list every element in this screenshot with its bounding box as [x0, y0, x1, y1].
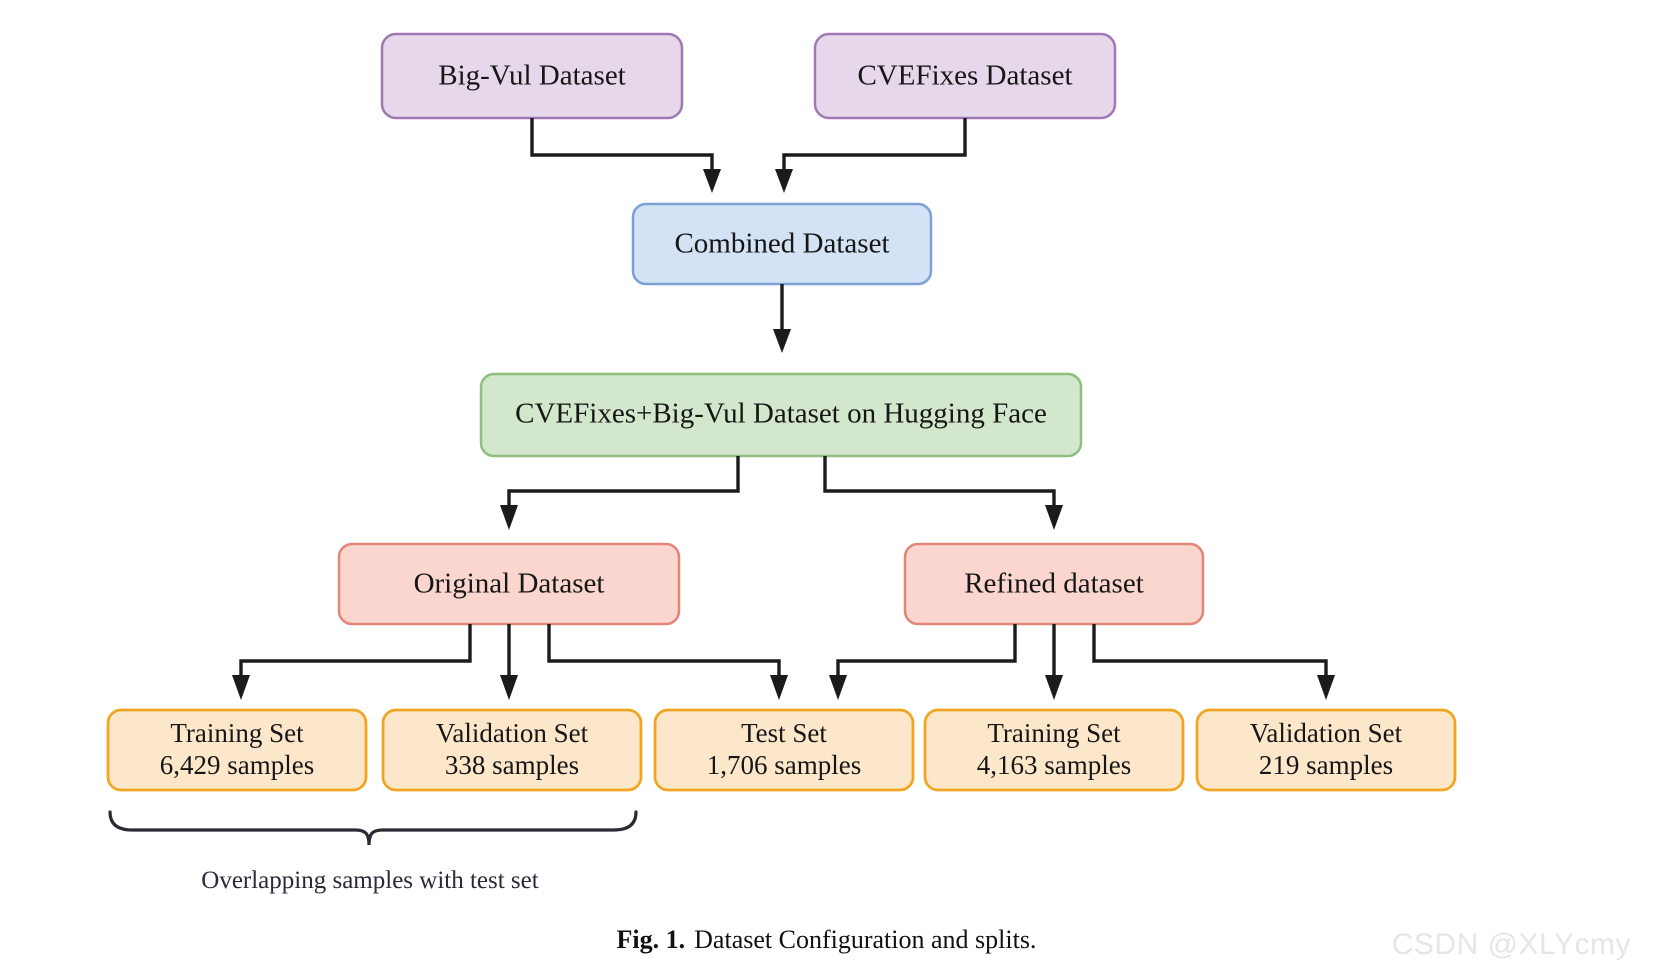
arrowhead-combined-to-hf: [773, 329, 791, 353]
connector-bigvul-to-combined: [530, 118, 714, 172]
connector-original-to-splits: [232, 624, 788, 700]
arrowhead-bigvul-to-combined: [703, 169, 721, 193]
arrowhead-cvefixes-to-combined: [775, 169, 793, 193]
node-hugging-face-label: CVEFixes+Big-Vul Dataset on Hugging Face: [515, 398, 1047, 430]
node-refined-training-set: Training Set 4,163 samples: [923, 708, 1185, 792]
overlap-brace-label: Overlapping samples with test set: [201, 867, 538, 894]
figure-caption-number: Fig. 1.: [616, 925, 686, 954]
connector-hf-to-refined: [823, 456, 1056, 508]
node-refined-validation-set-count: 219 samples: [1259, 750, 1393, 780]
arrowhead-refined-to-val: [1317, 675, 1335, 700]
figure-caption-text: Dataset Configuration and splits.: [694, 925, 1037, 954]
node-big-vul-label: Big-Vul Dataset: [438, 60, 626, 92]
connector-original-to-train: [239, 624, 472, 678]
node-refined-training-set-label: Training Set: [987, 718, 1121, 748]
node-original-dataset: Original Dataset: [337, 542, 681, 626]
node-test-set: Test Set 1,706 samples: [653, 708, 915, 792]
node-combined-label: Combined Dataset: [674, 228, 889, 260]
node-original-validation-set-box: [381, 708, 643, 792]
node-refined-training-set-box: [923, 708, 1185, 792]
arrowhead-original-to-train: [232, 675, 250, 700]
node-original-validation-set: Validation Set 338 samples: [381, 708, 643, 792]
node-big-vul: Big-Vul Dataset: [380, 32, 684, 120]
node-test-set-count: 1,706 samples: [707, 750, 862, 780]
node-original-validation-set-count: 338 samples: [445, 750, 579, 780]
connector-combined-to-hf: [773, 284, 791, 353]
arrowhead-refined-to-test: [829, 675, 847, 700]
node-cvefixes: CVEFixes Dataset: [813, 32, 1117, 120]
node-test-set-label: Test Set: [741, 718, 827, 748]
node-combined: Combined Dataset: [631, 202, 933, 286]
figure-caption: Fig. 1. Dataset Configuration and splits.: [0, 925, 1653, 955]
connector-refined-to-splits: [829, 624, 1335, 700]
node-refined-validation-set: Validation Set 219 samples: [1195, 708, 1457, 792]
node-original-validation-set-label: Validation Set: [436, 718, 589, 748]
connector-refined-to-val: [1092, 624, 1328, 678]
connector-original-to-test: [547, 624, 781, 678]
arrowhead-hf-to-refined: [1045, 505, 1063, 530]
node-refined-dataset: Refined dataset: [903, 542, 1205, 626]
connector-cvefixes-to-combined: [782, 118, 967, 172]
node-refined-training-set-count: 4,163 samples: [977, 750, 1132, 780]
node-refined-validation-set-label: Validation Set: [1250, 718, 1403, 748]
node-refined-dataset-label: Refined dataset: [964, 568, 1144, 600]
node-hugging-face: CVEFixes+Big-Vul Dataset on Hugging Face: [479, 372, 1083, 458]
arrowhead-hf-to-original: [500, 505, 518, 530]
arrowhead-refined-to-train: [1045, 675, 1063, 700]
node-original-dataset-label: Original Dataset: [414, 568, 605, 600]
node-original-training-set-box: [106, 708, 368, 792]
node-original-training-set-count: 6,429 samples: [160, 750, 315, 780]
node-test-set-box: [653, 708, 915, 792]
arrowhead-original-to-val: [500, 675, 518, 700]
connector-refined-to-test: [836, 624, 1017, 678]
connector-hf-to-original: [507, 456, 740, 508]
overlap-brace-icon: [108, 810, 638, 846]
node-refined-validation-set-box: [1195, 708, 1457, 792]
arrowhead-original-to-test: [770, 675, 788, 700]
node-original-training-set-label: Training Set: [170, 718, 304, 748]
node-hugging-face-box: [479, 372, 1083, 458]
overlap-brace-group: Overlapping samples with test set: [108, 810, 638, 894]
csdn-watermark: CSDN @XLYcmy: [1391, 928, 1631, 961]
node-original-training-set: Training Set 6,429 samples: [106, 708, 368, 792]
connector-sources-to-combined: [530, 118, 967, 193]
connector-hf-to-variants: [500, 456, 1063, 530]
node-cvefixes-label: CVEFixes Dataset: [857, 60, 1072, 92]
